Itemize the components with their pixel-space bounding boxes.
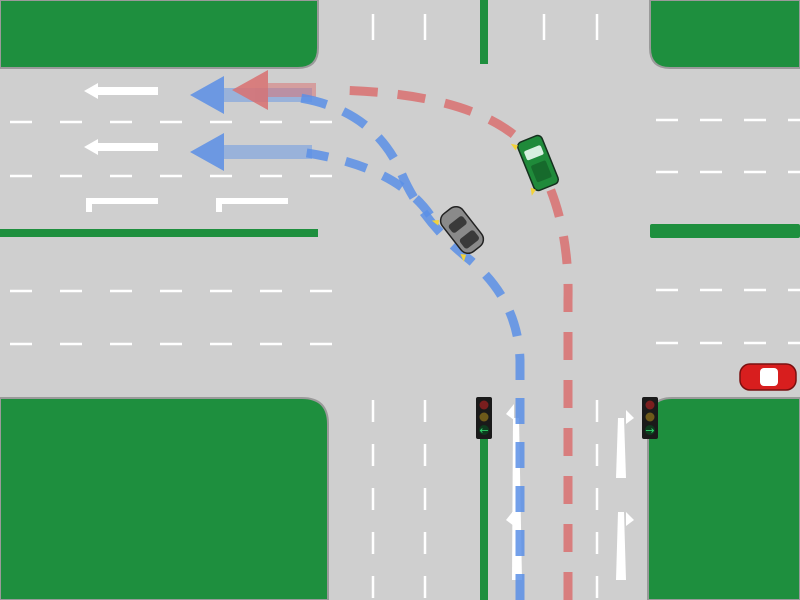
lane-markings <box>10 14 800 598</box>
blue-path-inner <box>299 147 434 218</box>
green-right-arrow-icon: → <box>645 424 654 437</box>
signal-right: → <box>642 397 658 439</box>
red-car <box>739 363 797 391</box>
indicator-front-left <box>510 143 518 151</box>
west-lane-arrows <box>84 83 288 212</box>
grass-top-right <box>649 0 800 69</box>
median-north <box>480 0 488 64</box>
turn-left-arrow-icon <box>86 198 158 212</box>
blue-path-outer <box>299 93 525 600</box>
indicator-rear-left <box>460 254 467 262</box>
median-east <box>650 224 800 238</box>
grass-top-left <box>0 0 319 69</box>
signal-left: ← <box>476 397 492 439</box>
destination-arrows <box>190 70 316 171</box>
turn-left-arrow-icon <box>216 198 288 212</box>
grey-car <box>431 205 485 262</box>
blue-destination-arrow-bottom <box>190 133 312 171</box>
green-car <box>510 134 560 196</box>
straight-arrow-icon <box>84 139 158 155</box>
straight-arrow-icon <box>616 410 634 580</box>
grass-bottom-left <box>0 397 329 600</box>
green-left-arrow-icon: ← <box>479 424 488 437</box>
red-destination-arrow <box>232 70 316 110</box>
median-south <box>480 436 488 600</box>
indicator-front-left <box>431 220 439 226</box>
median-west <box>0 229 318 237</box>
grass-bottom-right <box>647 397 800 600</box>
indicator-rear-left <box>530 187 536 196</box>
straight-arrow-icon <box>84 83 158 99</box>
